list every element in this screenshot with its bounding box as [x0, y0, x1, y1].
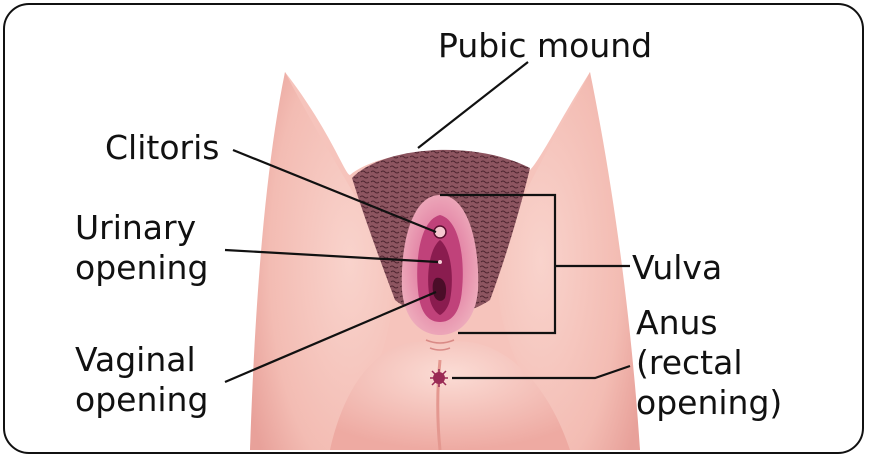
- leader-pubic-mound: [418, 62, 528, 148]
- label-vulva: Vulva: [632, 248, 722, 288]
- label-urinary-opening: Urinary opening: [75, 208, 208, 288]
- label-clitoris: Clitoris: [105, 128, 219, 168]
- urinary-opening-shape: [438, 260, 442, 264]
- label-vaginal-opening: Vaginal opening: [75, 340, 208, 420]
- label-pubic-mound: Pubic mound: [438, 26, 652, 66]
- anus-shape: [430, 369, 448, 387]
- label-anus: Anus (rectal opening): [636, 303, 782, 423]
